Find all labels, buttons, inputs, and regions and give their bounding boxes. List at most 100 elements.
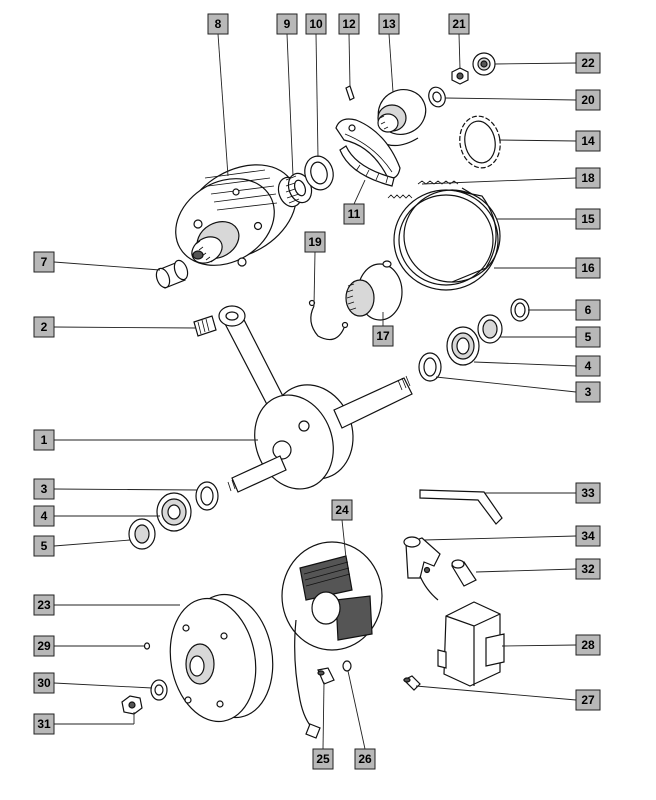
callout-c3b: 3 (33, 478, 55, 500)
callout-label: 3 (585, 385, 592, 399)
part-seal-lower (128, 518, 156, 550)
callout-c29: 29 (33, 635, 55, 657)
callout-label: 25 (316, 752, 330, 766)
part-screw-coil (402, 675, 421, 691)
part-clutch-drum (175, 164, 297, 267)
part-flywheel (169, 593, 274, 723)
callout-c16: 16 (575, 257, 601, 279)
callout-label: 15 (581, 212, 595, 226)
part-washer-stator (342, 660, 352, 672)
callout-label: 3 (41, 482, 48, 496)
part-circlip (308, 299, 349, 341)
part-oil-seal-upper (510, 298, 530, 322)
callout-c7: 7 (33, 251, 55, 273)
callout-label: 12 (342, 17, 356, 31)
callout-c9: 9 (276, 13, 298, 35)
callout-c18: 18 (575, 167, 601, 189)
callout-c25: 25 (312, 748, 334, 770)
callout-c4b: 4 (33, 505, 55, 527)
callout-c23: 23 (33, 594, 55, 616)
part-lock-ring (459, 115, 501, 169)
callout-c31: 31 (33, 713, 55, 735)
callout-label: 18 (581, 171, 595, 185)
callout-label: 7 (41, 255, 48, 269)
part-stator (281, 541, 383, 739)
callout-c6: 6 (575, 299, 601, 321)
callout-label: 28 (581, 638, 595, 652)
part-seal-upper (477, 314, 503, 344)
part-clutch-hub (377, 89, 427, 147)
callout-label: 14 (581, 134, 595, 148)
callout-c12: 12 (338, 13, 360, 35)
callout-c33: 33 (575, 482, 601, 504)
callout-c15: 15 (575, 208, 601, 230)
callout-c34: 34 (575, 525, 601, 547)
part-clutch-shoes (335, 118, 401, 187)
part-key (143, 642, 151, 650)
part-ball-bearing-lower (156, 492, 192, 532)
part-pin (345, 85, 355, 101)
callout-label: 16 (581, 261, 595, 275)
callout-c30: 30 (33, 672, 55, 694)
part-nut-flywheel (121, 695, 143, 715)
callout-label: 34 (581, 529, 595, 543)
callout-label: 1 (41, 433, 48, 447)
part-bush (155, 259, 189, 289)
callout-c22: 22 (575, 52, 601, 74)
part-ball-bearing-upper (446, 326, 480, 366)
callout-c13: 13 (378, 13, 400, 35)
part-shim-lower (195, 481, 219, 511)
callout-label: 33 (581, 486, 595, 500)
callout-label: 29 (37, 639, 51, 653)
callout-label: 30 (37, 676, 51, 690)
part-ignition-coil (437, 601, 505, 687)
callout-c11: 11 (343, 203, 365, 225)
part-washer-flywheel (150, 679, 168, 701)
part-plug-adaptor (451, 559, 477, 587)
part-crankshaft (218, 305, 413, 493)
callout-label: 23 (37, 598, 51, 612)
callout-label: 5 (41, 539, 48, 553)
part-clutch-bell (403, 187, 501, 283)
callout-label: 22 (581, 56, 595, 70)
callout-c14: 14 (575, 130, 601, 152)
part-flange-nut (472, 52, 496, 76)
callout-c8: 8 (207, 13, 229, 35)
callout-c2: 2 (33, 316, 55, 338)
part-small-needle-bearing (193, 315, 217, 337)
callout-c5b: 5 (33, 535, 55, 557)
callout-c32: 32 (575, 558, 601, 580)
part-needle-bearing (277, 172, 313, 208)
callout-label: 8 (215, 17, 222, 31)
callout-label: 27 (581, 693, 595, 707)
callout-c24: 24 (331, 499, 353, 521)
callout-label: 11 (348, 207, 361, 221)
callout-c4a: 4 (575, 355, 601, 377)
callout-c5a: 5 (575, 326, 601, 348)
callout-c26: 26 (354, 748, 376, 770)
callout-label: 19 (308, 235, 322, 249)
part-nut-small (451, 67, 469, 85)
part-friction-ring (393, 189, 499, 291)
callout-c10: 10 (305, 13, 327, 35)
part-screw-stator (317, 667, 335, 685)
callout-c1: 1 (33, 429, 55, 451)
callout-label: 20 (581, 93, 595, 107)
callout-c19: 19 (304, 231, 326, 253)
leader-lines (53, 33, 577, 750)
callout-label: 13 (382, 17, 396, 31)
callout-label: 31 (37, 717, 51, 731)
callout-c3a: 3 (575, 381, 601, 403)
callout-c21: 21 (448, 13, 470, 35)
part-lead-tube (419, 489, 503, 525)
callout-c28: 28 (575, 634, 601, 656)
callout-label: 21 (452, 17, 466, 31)
callout-label: 9 (284, 17, 291, 31)
callout-label: 6 (585, 303, 592, 317)
callout-label: 2 (41, 320, 48, 334)
callout-c27: 27 (575, 689, 601, 711)
part-washer-small (428, 86, 446, 108)
callout-label: 26 (358, 752, 372, 766)
part-plug-cap (403, 536, 441, 601)
